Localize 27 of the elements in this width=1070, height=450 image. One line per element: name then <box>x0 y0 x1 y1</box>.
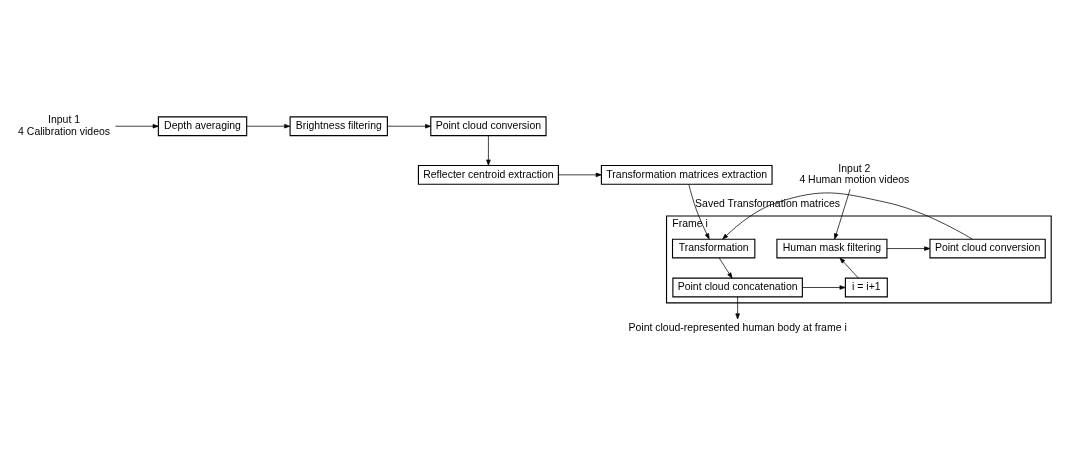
arrow <box>246 124 291 129</box>
arrow <box>802 285 846 290</box>
arrow <box>558 172 602 178</box>
node-box: Point cloud conversion <box>430 116 547 137</box>
node-box: Brightness filtering <box>289 116 388 137</box>
arrow <box>886 246 931 251</box>
arrow <box>115 124 159 129</box>
node-box: Point cloud conversion <box>929 238 1046 259</box>
node-text: Input 1 4 Calibration videos <box>18 114 111 137</box>
edge-label: Saved Transformation matrices <box>695 198 841 210</box>
node-box: Reflecter centroid extraction <box>417 164 559 185</box>
node-box: Transformation matrices extraction <box>600 164 773 185</box>
node-box: i = i+1 <box>844 277 888 298</box>
node-box: Point cloud concatenation <box>672 277 803 298</box>
arrow <box>834 188 851 240</box>
arrow <box>387 124 432 129</box>
arrow <box>486 135 491 166</box>
arrow <box>722 192 973 240</box>
arrow <box>735 296 740 320</box>
arrow <box>688 184 710 240</box>
node-box: Depth averaging <box>157 116 248 137</box>
node-box: Human mask filtering <box>776 238 888 259</box>
node-box: Transformation <box>671 238 756 259</box>
arrow <box>718 257 733 279</box>
node-text: Input 2 4 Human motion videos <box>799 163 910 186</box>
arrow <box>839 257 859 279</box>
node-text: Point cloud-represented human body at frame i <box>628 322 847 334</box>
